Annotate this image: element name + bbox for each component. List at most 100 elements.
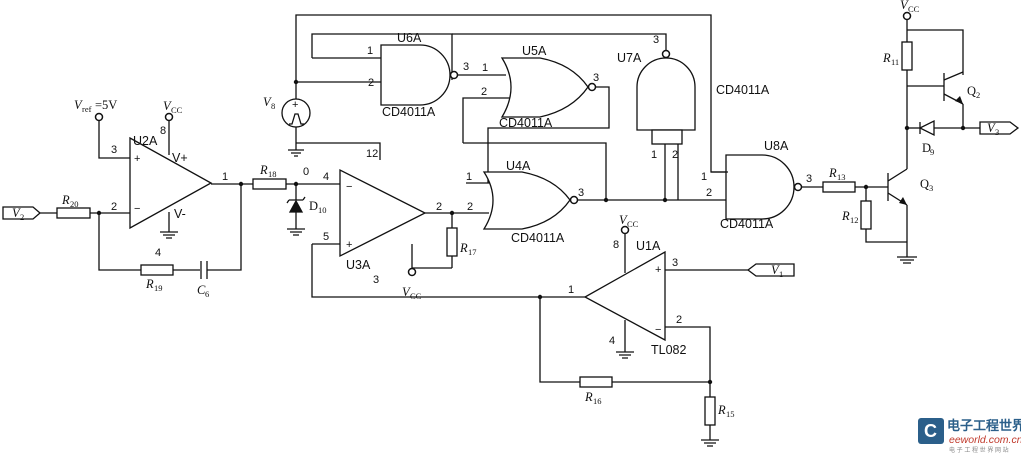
resistor-r13: R 13	[822, 166, 856, 193]
svg-text:15: 15	[726, 409, 735, 419]
svg-text:R: R	[145, 277, 154, 291]
resistor-r17: R 17	[446, 213, 477, 268]
svg-text:V: V	[402, 285, 411, 299]
svg-text:4: 4	[323, 171, 329, 183]
svg-text:R: R	[61, 193, 70, 207]
svg-text:R: R	[259, 163, 268, 177]
svg-text:3: 3	[653, 34, 659, 46]
svg-text:1: 1	[779, 269, 783, 279]
voltage-source-v8: + V 8	[263, 95, 311, 128]
svg-text:V: V	[619, 213, 628, 227]
svg-text:−: −	[655, 324, 661, 336]
svg-text:CD4011A: CD4011A	[511, 231, 565, 245]
nand-gate-u8a: U8A CD4011A	[720, 139, 803, 231]
svg-text:16: 16	[593, 396, 602, 406]
resistor-r12: R 12	[841, 187, 907, 243]
svg-text:2: 2	[976, 90, 980, 100]
svg-text:3: 3	[373, 274, 379, 286]
svg-text:V: V	[900, 0, 909, 12]
svg-text:0: 0	[303, 166, 309, 178]
svg-text:3: 3	[593, 72, 599, 84]
resistor-r16: R 16	[579, 376, 613, 406]
nor-gate-u4a: U4A CD4011A	[482, 159, 579, 245]
svg-text:−: −	[346, 181, 352, 193]
svg-text:+: +	[134, 153, 140, 165]
svg-text:+: +	[346, 239, 352, 251]
svg-text:CD4011A: CD4011A	[720, 217, 774, 231]
svg-text:18: 18	[268, 169, 277, 179]
svg-text:CC: CC	[171, 105, 183, 115]
svg-text:C: C	[924, 421, 937, 441]
svg-text:17: 17	[468, 247, 477, 257]
svg-text:10: 10	[318, 205, 327, 215]
svg-text:V: V	[74, 98, 83, 112]
svg-text:6: 6	[205, 289, 209, 299]
svg-text:2: 2	[436, 201, 442, 213]
svg-text:3: 3	[806, 173, 812, 185]
resistor-r11: R 11	[882, 41, 913, 71]
svg-text:3: 3	[578, 187, 584, 199]
svg-text:2: 2	[672, 149, 678, 161]
nor-gate-u5a: U5A CD4011A	[499, 44, 597, 130]
svg-text:1: 1	[651, 149, 657, 161]
svg-text:3: 3	[995, 127, 999, 137]
svg-text:V: V	[12, 206, 21, 220]
svg-text:CD4011A: CD4011A	[499, 116, 553, 130]
capacitor-c6: C 6	[197, 261, 209, 299]
transistor-q3: Q 3	[887, 168, 933, 206]
svg-text:2: 2	[368, 77, 374, 89]
zener-diode-d10: D 10	[286, 184, 327, 236]
svg-text:8: 8	[613, 239, 619, 251]
svg-text:V: V	[987, 121, 996, 135]
svg-text:U1A: U1A	[636, 239, 661, 253]
svg-text:Q: Q	[967, 84, 976, 98]
svg-text:+: +	[292, 99, 298, 111]
v2-input-port: V 2	[2, 206, 41, 222]
svg-text:11: 11	[891, 57, 899, 67]
svg-text:1: 1	[222, 171, 228, 183]
svg-text:3: 3	[463, 61, 469, 73]
v1-input-port: V 1	[746, 263, 795, 279]
svg-text:V-: V-	[174, 207, 186, 221]
vcc-terminal-u1a: V CC	[619, 213, 639, 235]
svg-text:20: 20	[70, 199, 79, 209]
nand-gate-u7a: U7A	[617, 49, 696, 145]
svg-text:3: 3	[672, 257, 678, 269]
svg-text:R: R	[882, 51, 891, 65]
svg-text:V: V	[163, 99, 172, 113]
svg-text:ref: ref	[82, 104, 92, 114]
svg-text:R: R	[459, 241, 468, 255]
svg-text:=5V: =5V	[95, 98, 117, 112]
svg-text:U5A: U5A	[522, 44, 547, 58]
svg-text:2: 2	[481, 86, 487, 98]
svg-text:R: R	[584, 390, 593, 404]
svg-text:12: 12	[366, 148, 378, 160]
svg-text:CD4011A: CD4011A	[382, 105, 436, 119]
v3-output-port: V 3	[979, 121, 1020, 137]
svg-text:R: R	[841, 209, 850, 223]
opamp-u2a: + − U2A V+ V-	[129, 134, 213, 230]
svg-text:U8A: U8A	[764, 139, 789, 153]
svg-text:V: V	[771, 263, 780, 277]
vcc-terminal-u3a: V CC	[402, 267, 422, 301]
svg-text:eeworld.com.cn: eeworld.com.cn	[949, 434, 1021, 446]
svg-text:1: 1	[466, 171, 472, 183]
svg-text:19: 19	[154, 283, 163, 293]
svg-text:C: C	[197, 283, 206, 297]
svg-text:U6A: U6A	[397, 31, 422, 45]
vcc-terminal-u2a: V CC	[163, 99, 183, 122]
svg-text:5: 5	[323, 231, 329, 243]
svg-text:9: 9	[930, 147, 934, 157]
svg-text:13: 13	[837, 172, 846, 182]
resistor-r15: R 15	[704, 396, 735, 426]
svg-text:V+: V+	[172, 151, 188, 165]
transistor-q2: Q 2	[943, 71, 980, 105]
vref-terminal: V ref =5V	[74, 98, 117, 122]
svg-text:2: 2	[467, 201, 473, 213]
svg-text:8: 8	[160, 125, 166, 137]
resistor-r20: R 20	[56, 193, 91, 219]
svg-text:CC: CC	[627, 219, 639, 229]
svg-text:3: 3	[929, 183, 933, 193]
svg-text:电子工程世界: 电子工程世界	[947, 418, 1021, 433]
